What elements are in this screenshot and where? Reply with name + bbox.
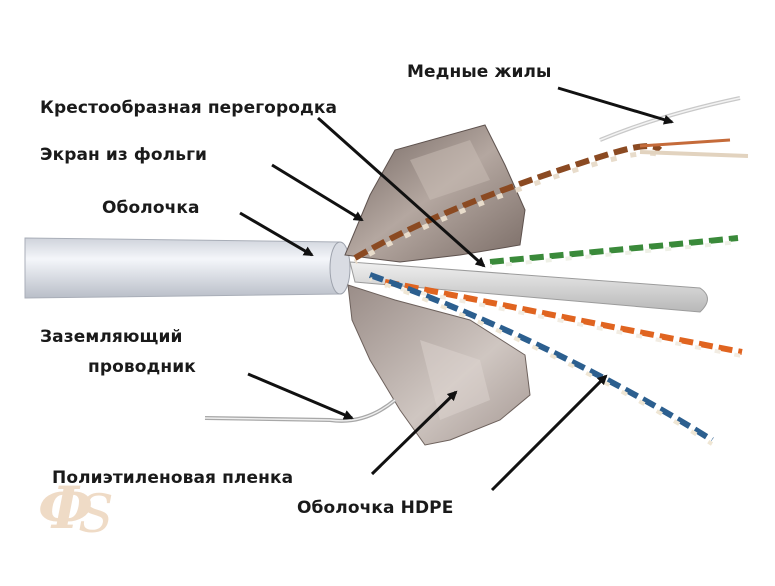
svg-text:Ф: Ф: [38, 474, 93, 542]
arrow-ground-conductor: [247, 372, 354, 420]
outer-jacket: [24, 237, 351, 299]
ground-conductor: [204, 398, 397, 423]
arrows: [239, 86, 674, 492]
arrow-jacket: [239, 211, 314, 257]
polyethylene-film: [347, 284, 531, 446]
label-foil-screen: Экран из фольги: [40, 145, 208, 165]
foil-screen: [344, 124, 526, 263]
copper-cores: [599, 96, 741, 142]
label-ground-line1: Заземляющий: [40, 327, 183, 347]
arrow-pe-film: [370, 390, 458, 476]
arrow-copper-cores: [557, 86, 674, 125]
label-pe-film: Полиэтиленовая пленка: [52, 468, 294, 488]
green-pair: [489, 235, 739, 268]
brown-pair: [353, 138, 749, 265]
svg-text:S: S: [78, 485, 114, 545]
blue-pair: [369, 272, 714, 446]
label-copper-cores: Медные жилы: [407, 62, 552, 82]
label-ground-line2: проводник: [88, 357, 196, 377]
arrow-hdpe-jacket: [490, 374, 608, 492]
cross-separator: [349, 261, 708, 313]
label-cross-separator: Крестообразная перегородка: [40, 98, 338, 118]
orange-pair: [384, 279, 743, 358]
label-jacket: Оболочка: [102, 198, 200, 218]
brand-logo-icon: Ф S: [38, 474, 114, 545]
label-hdpe-jacket: Оболочка HDPE: [297, 498, 454, 518]
arrow-cross-separator: [317, 116, 486, 268]
arrow-foil-screen: [271, 163, 364, 222]
